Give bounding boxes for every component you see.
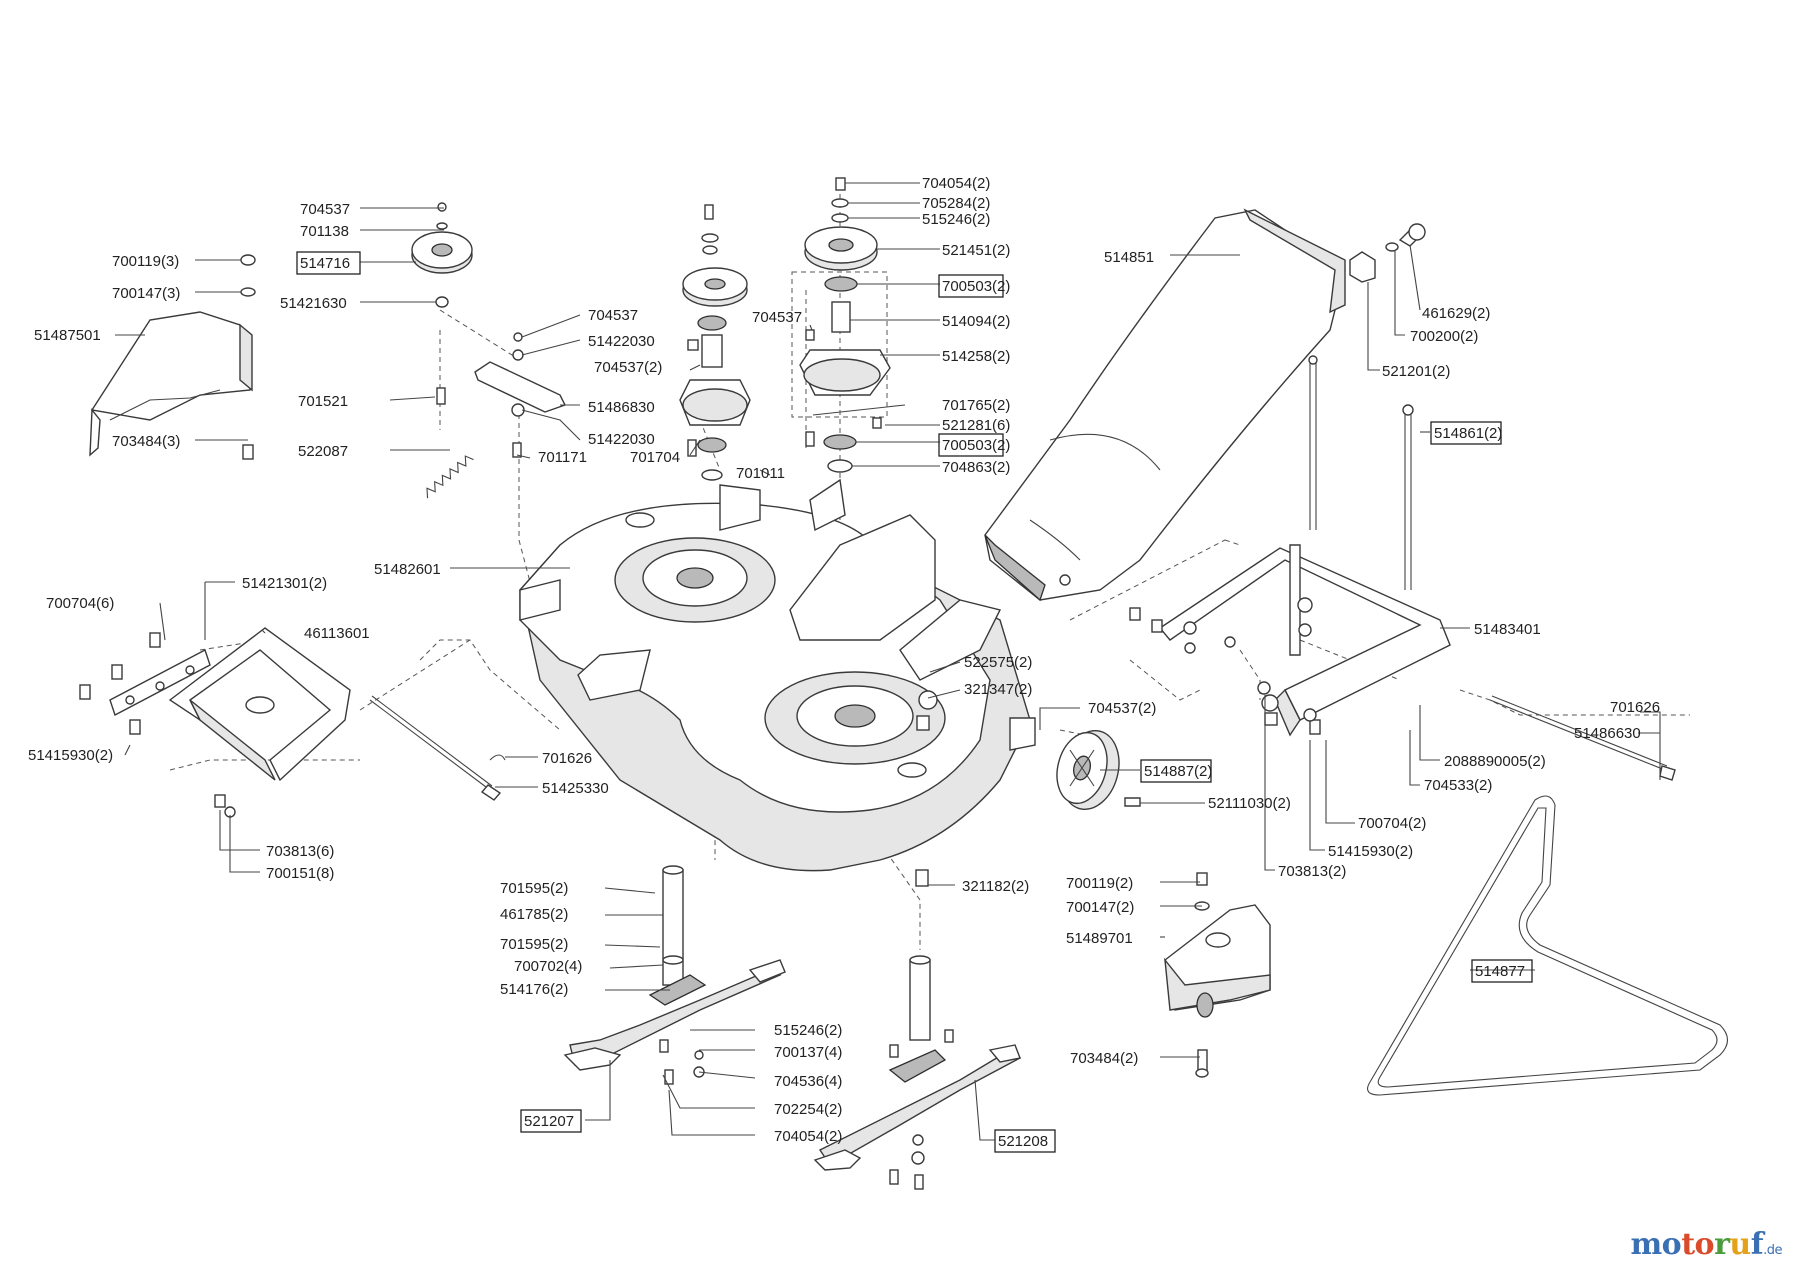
part-label: 701595(2)	[500, 936, 568, 953]
part-label: 514851	[1104, 249, 1154, 266]
part-label: 51421630	[280, 295, 347, 312]
part-label: 521451(2)	[942, 242, 1010, 259]
part-label: 52111030(2)	[1208, 795, 1291, 812]
grass-chute	[984, 208, 1346, 602]
part-label: 461785(2)	[500, 906, 568, 923]
part-label: 51483401	[1474, 621, 1541, 638]
part-label: 514258(2)	[942, 348, 1010, 365]
part-label: 701626	[1610, 699, 1660, 716]
part-label: 51486630	[1574, 725, 1641, 742]
part-label: 704863(2)	[942, 459, 1010, 476]
blade-left	[563, 865, 786, 1085]
idler-pulley-left	[411, 202, 473, 308]
mower-deck	[519, 478, 1036, 872]
part-label: 701626	[542, 750, 592, 767]
part-label: 704537(2)	[594, 359, 662, 376]
part-labels: 704054(2) 705284(2) 515246(2) 521451(2) …	[28, 175, 1660, 1153]
watermark-logo: motoruf.de	[1630, 1227, 1782, 1262]
part-label: 700503(2)	[942, 437, 1010, 454]
part-label: 521208	[998, 1133, 1048, 1150]
part-label: 700119(2)	[1066, 875, 1133, 892]
part-label: 321182(2)	[962, 878, 1029, 895]
part-label: 703484(3)	[112, 433, 180, 450]
part-label: 701521	[298, 393, 348, 410]
part-label: 700147(3)	[112, 285, 180, 302]
part-label: 51422030	[588, 431, 655, 448]
part-label: 704537	[752, 309, 802, 326]
part-label: 703813(2)	[1278, 863, 1346, 880]
part-label: 701765(2)	[942, 397, 1010, 414]
part-label: 700151(8)	[266, 865, 334, 882]
part-label: 521207	[524, 1113, 574, 1130]
part-label: 704536(4)	[774, 1073, 842, 1090]
part-label: 522575(2)	[964, 654, 1032, 671]
tension-spring	[426, 455, 474, 499]
chute-hinge	[1349, 223, 1426, 283]
deck-lift-frame	[1158, 544, 1451, 737]
part-label: 51422030	[588, 333, 655, 350]
part-label: 701704	[630, 449, 680, 466]
part-label: 704054(2)	[774, 1128, 842, 1145]
part-label: 515246(2)	[922, 211, 990, 228]
center-pulley-stack	[679, 204, 751, 481]
blade-right	[813, 955, 1022, 1190]
part-label: 703813(6)	[266, 843, 334, 860]
pulley-cover-right	[1164, 904, 1271, 1018]
part-label: 51482601	[374, 561, 441, 578]
rear-rod	[1489, 695, 1676, 781]
part-label: 514176(2)	[500, 981, 568, 998]
part-label: 514861(2)	[1434, 425, 1502, 442]
part-label: 700200(2)	[1410, 328, 1478, 345]
part-label: 700137(4)	[774, 1044, 842, 1061]
part-label: 514877	[1475, 963, 1525, 980]
part-label: 702254(2)	[774, 1101, 842, 1118]
leader-lines	[115, 182, 1661, 1141]
part-label: 704054(2)	[922, 175, 990, 192]
part-label: 700147(2)	[1066, 899, 1134, 916]
part-label: 461629(2)	[1422, 305, 1490, 322]
front-rod	[369, 695, 506, 801]
part-label: 521281(6)	[942, 417, 1010, 434]
part-label: 2088890005(2)	[1444, 753, 1546, 770]
part-label: 514716	[300, 255, 350, 272]
part-label: 514094(2)	[942, 313, 1010, 330]
part-label: 705284(2)	[922, 195, 990, 212]
part-label: 51421301(2)	[242, 575, 327, 592]
part-label: 701595(2)	[500, 880, 568, 897]
part-label: 522087	[298, 443, 348, 460]
v-belt	[1367, 795, 1729, 1096]
front-strap	[79, 632, 211, 735]
part-label: 704537(2)	[1088, 700, 1156, 717]
pulley-cover-left	[89, 311, 253, 457]
part-label: 700702(4)	[514, 958, 582, 975]
deck-lift-rods	[1308, 355, 1414, 590]
right-pulley-stack	[791, 177, 891, 473]
part-label: 701011	[736, 465, 785, 482]
part-label: 51489701	[1066, 930, 1133, 947]
part-label: 51486830	[588, 399, 655, 416]
part-label: 46113601	[304, 625, 370, 642]
part-label: 704533(2)	[1424, 777, 1492, 794]
gauge-wheel	[1056, 729, 1141, 811]
part-label: 700704(6)	[46, 595, 114, 612]
part-label: 51487501	[34, 327, 101, 344]
part-label: 51425330	[542, 780, 609, 797]
part-label: 700119(3)	[112, 253, 179, 270]
part-label: 514887(2)	[1144, 763, 1212, 780]
front-bracket	[168, 627, 351, 782]
part-label: 701171	[538, 449, 587, 466]
part-label: 700704(2)	[1358, 815, 1426, 832]
part-label: 51415930(2)	[28, 747, 113, 764]
part-label: 704537	[300, 201, 350, 218]
part-label: 515246(2)	[774, 1022, 842, 1039]
part-label: 521201(2)	[1382, 363, 1450, 380]
part-label: 701138	[300, 223, 349, 240]
part-label: 321347(2)	[964, 681, 1032, 698]
part-label: 703484(2)	[1070, 1050, 1138, 1067]
part-label: 51415930(2)	[1328, 843, 1413, 860]
idler-bracket	[436, 332, 566, 458]
part-label: 704537	[588, 307, 638, 324]
part-label: 700503(2)	[942, 278, 1010, 295]
